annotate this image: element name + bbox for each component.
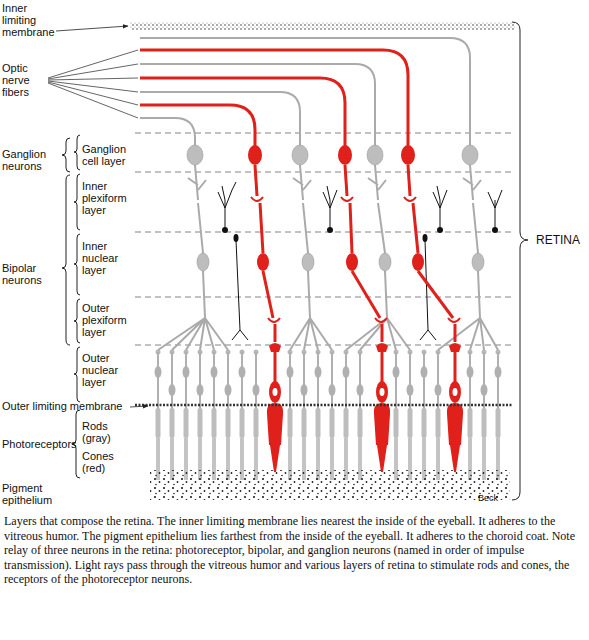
layer-label: Pigment epithelium xyxy=(2,482,64,506)
layer-label: Ganglion cell layer xyxy=(82,143,137,167)
bracket-label: RETINA xyxy=(536,234,588,246)
layer-label: Outer nuclear layer xyxy=(82,352,132,388)
layer-label: Inner nuclear layer xyxy=(82,240,132,276)
layer-label: Inner plexiform layer xyxy=(82,180,137,216)
neuron-group-label: Bipolar neurons xyxy=(2,262,57,286)
cell-type-label: Rods (gray) xyxy=(82,420,124,444)
figure-caption: Layers that compose the retina. The inne… xyxy=(4,514,586,587)
membrane-label: Inner limiting membrane xyxy=(2,2,60,38)
membrane-label: Outer limiting membrane xyxy=(2,400,152,412)
neuron-group-label: Ganglion neurons xyxy=(2,148,62,172)
layer-label: Outer plexiform layer xyxy=(82,302,137,338)
fiber-label: Optic nerve fibers xyxy=(2,62,50,98)
cell-type-label: Cones (red) xyxy=(82,450,124,474)
artist-signature: Beck xyxy=(478,492,508,504)
neuron-group-label: Photoreceptors xyxy=(2,438,74,450)
